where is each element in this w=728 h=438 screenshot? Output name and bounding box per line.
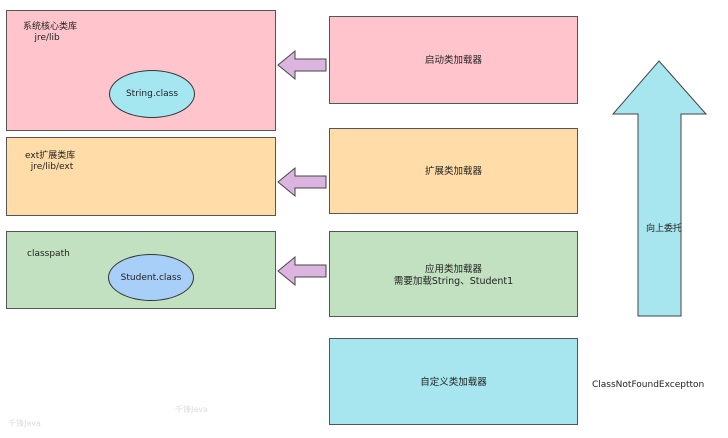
student-class-label: Student.class: [120, 272, 182, 283]
student-class-ellipse: Student.class: [108, 254, 194, 301]
delegate-arrow-label: 向上委托: [646, 224, 683, 234]
bootstrap-loader-label: 启动类加载器: [424, 55, 482, 66]
exception-note: ClassNotFoundExceptton: [592, 380, 705, 390]
watermark-center: 千锋Java: [175, 405, 208, 414]
classpath-box: classpath Student.class: [6, 231, 276, 309]
classpath-label: classpath: [27, 249, 70, 259]
application-loader-label-2: 需要加载String、Student1: [393, 276, 514, 287]
ext-library-box: ext扩展类库 jre/lib/ext: [6, 137, 276, 216]
core-library-box: 系统核心类库 jre/lib String.class: [6, 10, 276, 131]
string-class-label: String.class: [125, 89, 179, 99]
application-loader-box: 应用类加载器 需要加载String、Student1: [329, 231, 578, 317]
watermark-left: 千锋Java: [8, 419, 41, 428]
delegate-up-arrow: [611, 60, 708, 317]
arrow-left-to-classpath: [277, 255, 327, 287]
arrow-left-to-core: [277, 49, 327, 81]
extension-loader-box: 扩展类加载器: [329, 128, 578, 214]
application-loader-label-1: 应用类加载器: [424, 264, 482, 275]
core-library-label: 系统核心类库 jre/lib: [23, 22, 78, 43]
string-class-ellipse: String.class: [109, 70, 195, 118]
custom-loader-label: 自定义类加载器: [420, 377, 487, 388]
arrow-left-to-ext: [277, 166, 327, 198]
bootstrap-loader-box: 启动类加载器: [329, 16, 578, 104]
ext-library-label: ext扩展类库 jre/lib/ext: [25, 151, 76, 172]
custom-loader-box: 自定义类加载器: [329, 338, 578, 425]
extension-loader-label: 扩展类加载器: [424, 166, 482, 177]
